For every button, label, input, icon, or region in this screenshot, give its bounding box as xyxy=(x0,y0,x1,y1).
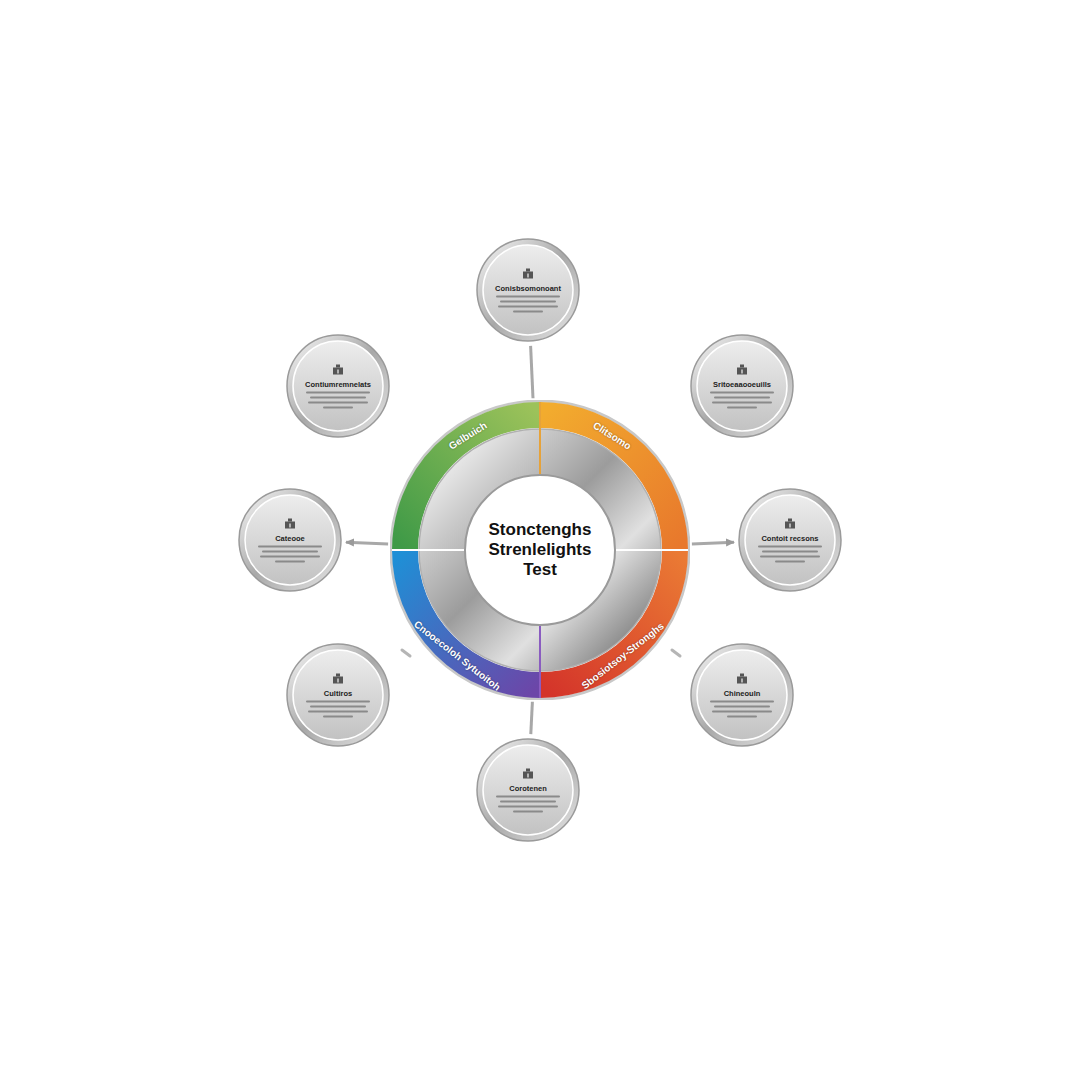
badge-circle: Contoit recsons xyxy=(737,487,843,593)
badge-icon xyxy=(736,673,748,685)
node-content: Cateooe xyxy=(249,518,331,563)
badge-icon xyxy=(784,518,796,530)
body-line xyxy=(727,407,757,409)
badge-icon xyxy=(332,364,344,376)
connector xyxy=(346,542,388,544)
body-line xyxy=(710,701,774,703)
badge-circle: Corotenen xyxy=(475,737,581,843)
body-line xyxy=(310,706,366,708)
badge-circle: Contiumremnelats xyxy=(285,333,391,439)
badge-heading: Conisbsomonoant xyxy=(487,284,569,293)
body-line xyxy=(775,561,805,563)
badge-circle: Cultiros xyxy=(285,642,391,748)
node-content: Contiumremnelats xyxy=(297,364,379,409)
body-line xyxy=(513,811,543,813)
badge-icon xyxy=(522,268,534,280)
body-line xyxy=(310,397,366,399)
node-content: Conisbsomonoant xyxy=(487,268,569,313)
node-content: Stonctenghs Strenlelights Test xyxy=(474,520,606,580)
body-line xyxy=(498,306,558,308)
body-line xyxy=(262,551,318,553)
node-content: Chineouln xyxy=(701,673,783,718)
node-content: Contoit recsons xyxy=(749,518,831,563)
badge-icon xyxy=(522,768,534,780)
badge-heading: Contiumremnelats xyxy=(297,380,379,389)
body-line xyxy=(758,546,822,548)
body-line xyxy=(714,706,770,708)
tick-mark xyxy=(672,650,680,656)
node-content: Sritoeaaooeuills xyxy=(701,364,783,409)
connector xyxy=(531,346,533,398)
center-title: Stonctenghs Strenlelights Test xyxy=(474,520,606,580)
body-line xyxy=(513,311,543,313)
node-content: Corotenen xyxy=(487,768,569,813)
badge-heading: Cateooe xyxy=(249,534,331,543)
badge-icon xyxy=(332,673,344,685)
badge-icon xyxy=(736,364,748,376)
body-line xyxy=(323,716,353,718)
body-line xyxy=(275,561,305,563)
body-line xyxy=(496,796,560,798)
body-line xyxy=(714,397,770,399)
body-line xyxy=(727,716,757,718)
body-line xyxy=(500,301,556,303)
connector xyxy=(692,542,734,544)
body-line xyxy=(500,801,556,803)
body-line xyxy=(308,711,368,713)
connector xyxy=(531,702,533,734)
body-line xyxy=(712,711,772,713)
body-line xyxy=(306,392,370,394)
badge-heading: Chineouln xyxy=(701,689,783,698)
badge-circle: Cateooe xyxy=(237,487,343,593)
body-line xyxy=(710,392,774,394)
body-line xyxy=(258,546,322,548)
badge-icon xyxy=(284,518,296,530)
badge-heading: Contoit recsons xyxy=(749,534,831,543)
badge-circle: Conisbsomonoant xyxy=(475,237,581,343)
tick-mark xyxy=(402,650,410,656)
node-content: Cultiros xyxy=(297,673,379,718)
body-line xyxy=(323,407,353,409)
body-line xyxy=(498,806,558,808)
badge-circle: Sritoeaaooeuills xyxy=(689,333,795,439)
center-ring: Stonctenghs Strenlelights TestGelbuichCl… xyxy=(390,400,690,700)
body-line xyxy=(308,402,368,404)
badge-heading: Corotenen xyxy=(487,784,569,793)
body-line xyxy=(496,296,560,298)
badge-heading: Cultiros xyxy=(297,689,379,698)
body-line xyxy=(712,402,772,404)
badge-heading: Sritoeaaooeuills xyxy=(701,380,783,389)
body-line xyxy=(260,556,320,558)
body-line xyxy=(762,551,818,553)
badge-circle: Chineouln xyxy=(689,642,795,748)
body-line xyxy=(306,701,370,703)
body-line xyxy=(760,556,820,558)
